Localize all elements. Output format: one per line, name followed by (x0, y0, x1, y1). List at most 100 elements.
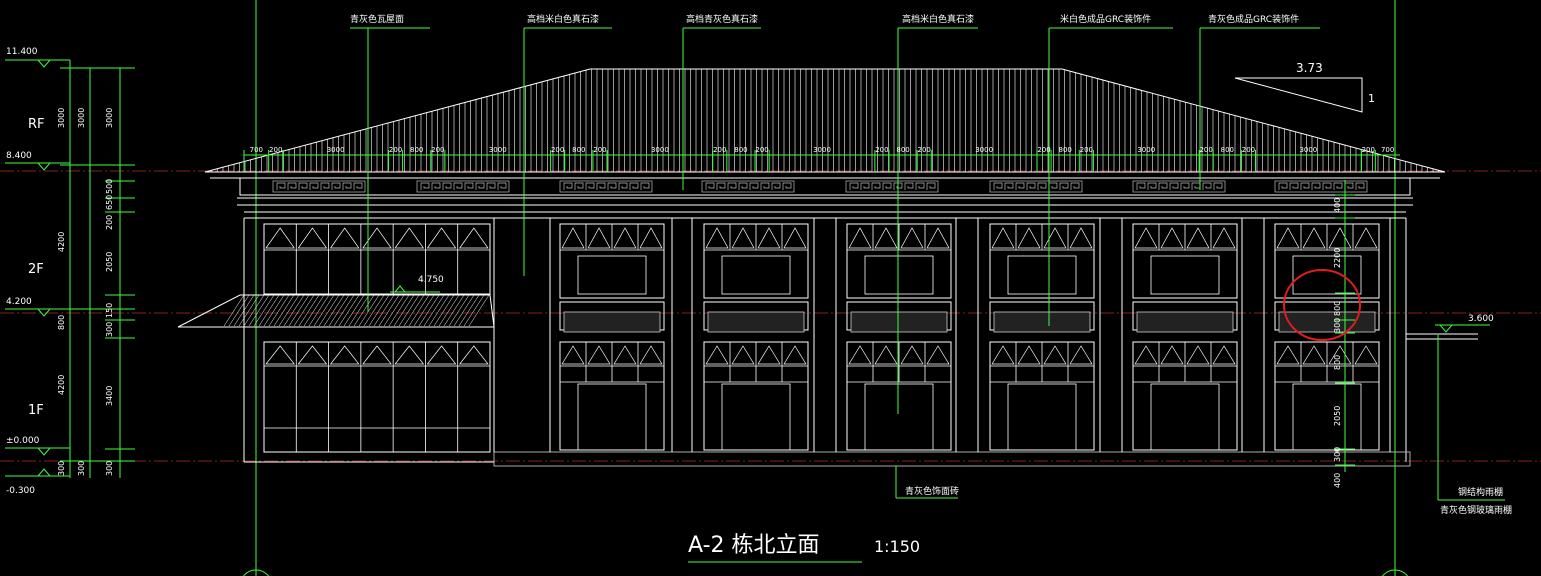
canopy-hatch (223, 294, 245, 327)
roof-dim-label: 800 (410, 146, 423, 154)
dim-inner-4: 200 (105, 215, 114, 230)
meander-motif (331, 182, 341, 190)
triangle-glazing (991, 345, 1015, 365)
level-canopy-right: 3.600 (1468, 314, 1494, 324)
meander-motif (607, 182, 617, 190)
triangle-glazing (613, 345, 637, 365)
triangle-glazing (705, 227, 729, 249)
meander-motif (497, 182, 507, 190)
canopy-hatch (438, 294, 460, 327)
roof-dim-label: 200 (431, 146, 444, 154)
triangle-glazing (613, 227, 637, 249)
meander-motif (1037, 182, 1047, 190)
level-bottom: -0.300 (6, 486, 35, 496)
dim-outer-1: 300 (57, 461, 66, 476)
meander-motif (1180, 182, 1190, 190)
level-labels: 11.400 RF 8.400 2F 4.200 1F ±0.000 -0.30… (6, 47, 1494, 496)
dim-inner-7: 300 (105, 322, 114, 337)
triangle-glazing (1160, 227, 1184, 249)
roof-dim-label: 800 (896, 146, 909, 154)
highlight-circle (1283, 269, 1361, 341)
meander-motif (486, 182, 496, 190)
meander-motif (342, 182, 352, 190)
level-rf-name: RF (28, 117, 45, 132)
frieze-block (559, 180, 653, 193)
meander-motif (760, 182, 770, 190)
triangle-glazing (426, 345, 457, 365)
dim-right-7: 300 (1333, 447, 1342, 462)
upper-pane (1007, 255, 1077, 295)
frieze-block (272, 180, 366, 193)
dim-right-4: 300 (1333, 318, 1342, 333)
dim-inner-8: 3400 (105, 386, 114, 406)
meander-motif (1300, 182, 1310, 190)
canopy-hatch (463, 294, 485, 327)
meander-motif (860, 182, 870, 190)
grc-panel (850, 311, 948, 333)
roof-dim-label: 200 (1037, 146, 1050, 154)
meander-motif (993, 182, 1003, 190)
triangle-glazing (900, 227, 924, 249)
roof-dim-label: 700 (250, 146, 263, 154)
triangle-glazing (1043, 227, 1067, 249)
meander-motif (926, 182, 936, 190)
meander-motif (298, 182, 308, 190)
building (204, 68, 1446, 467)
triangle-glazing (297, 227, 328, 249)
canopy-hatch (288, 294, 310, 327)
meander-motif (738, 182, 748, 190)
dim-outer-3: 4200 (57, 232, 66, 252)
level-1f-name: 1F (28, 403, 44, 418)
triangle-glazing (1212, 227, 1236, 249)
meander-motif (629, 182, 639, 190)
upper-pane (721, 255, 791, 295)
dim-inner-6: 150 (105, 303, 114, 318)
dim-right-3: 800 (1333, 301, 1342, 316)
roof-dim-label: 800 (572, 146, 585, 154)
meander-motif (1136, 182, 1146, 190)
meander-motif (596, 182, 606, 190)
meander-motif (749, 182, 759, 190)
triangle-glazing (639, 227, 663, 249)
door-pane (1007, 383, 1077, 451)
triangle-glazing (1186, 227, 1210, 249)
meander-motif (716, 182, 726, 190)
canopy-hatch (258, 294, 280, 327)
triangle-glazing (297, 345, 328, 365)
triangle-glazing (1354, 345, 1378, 365)
roof-dim-label: 200 (1080, 146, 1093, 154)
grc-panel (563, 311, 661, 333)
triangle-glazing (783, 227, 807, 249)
triangle-glazing (394, 227, 425, 249)
triangle-glazing (1069, 345, 1093, 365)
level-top: 11.400 (6, 47, 38, 57)
frieze-block (989, 180, 1083, 193)
meander-motif (1355, 182, 1365, 190)
canopy-hatch (408, 294, 430, 327)
meander-motif (563, 182, 573, 190)
canopy-hatch (353, 294, 375, 327)
canopy-hatch (253, 294, 275, 327)
meander-motif (276, 182, 286, 190)
triangle-glazing (1276, 227, 1300, 249)
triangle-glazing (848, 345, 872, 365)
canopy-hatch (238, 294, 260, 327)
canopy-hatch (378, 294, 400, 327)
door-pane (577, 383, 647, 451)
meander-motif (1333, 182, 1343, 190)
canopy-hatch (298, 294, 320, 327)
level-canopy-left: 4.750 (418, 275, 444, 285)
triangle-glazing (1134, 345, 1158, 365)
dim-inner-1: 3000 (105, 108, 114, 128)
meander-motif (771, 182, 781, 190)
callout-label-1: 青灰色瓦屋面 (350, 13, 404, 25)
roof-dim-label: 200 (551, 146, 564, 154)
meander-motif (453, 182, 463, 190)
canopy-hatch (453, 294, 475, 327)
triangle-glazing (991, 227, 1015, 249)
door-pane (864, 383, 934, 451)
roof-dim-label: 3000 (813, 146, 831, 154)
canopy-hatch (313, 294, 335, 327)
canopy-hatch (448, 294, 470, 327)
